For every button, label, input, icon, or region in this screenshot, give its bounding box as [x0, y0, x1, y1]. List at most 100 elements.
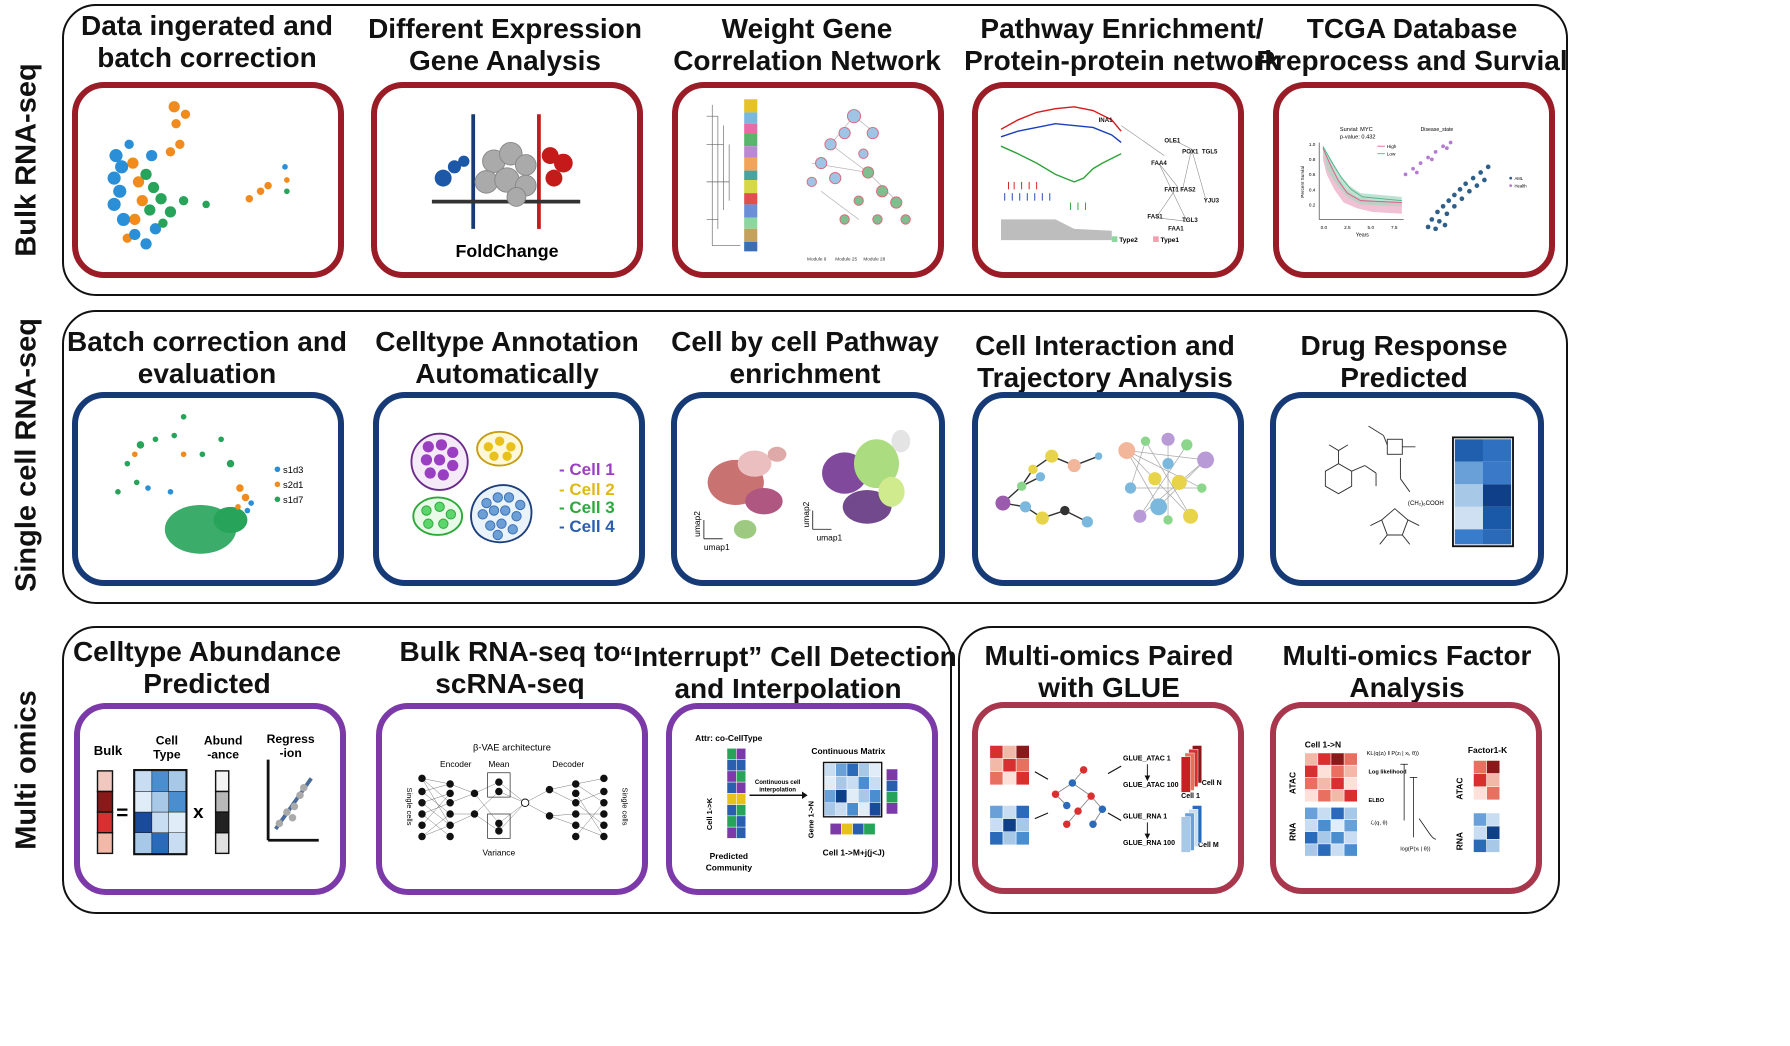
panel-sc-interaction	[972, 392, 1244, 586]
panel-title-sc-interaction: Cell Interaction and Trajectory Analysis	[975, 330, 1235, 393]
cell-k-label: Cell 1->K	[705, 797, 714, 830]
module-25-label: Module 25	[835, 257, 857, 262]
vae-architecture: β-VAE architecture Encoder Mean Decoder …	[405, 742, 630, 857]
gene-label-tgl3: TGL3	[1182, 217, 1198, 224]
sc-umap-plot: s1d3 s2d1 s1d7	[115, 413, 303, 554]
gene-label-fat1: FAT1	[1164, 186, 1179, 193]
panel-title-bulk-wgcna: Weight Gene Correlation Network	[673, 13, 941, 76]
scatter-title: Disease_state	[1421, 127, 1454, 133]
gene-label-faa4: FAA4	[1151, 160, 1167, 167]
gene-label-ole1: OLE1	[1164, 137, 1181, 144]
mofa-log-likelihood: Log likelihood	[1369, 770, 1408, 776]
legend-type1: Type1	[1161, 237, 1180, 244]
row-label-bulk: Bulk RNA-seq	[10, 63, 43, 257]
vae-title: β-VAE architecture	[473, 742, 551, 752]
mofa-loss: ℒ(q, θ)	[1370, 819, 1387, 826]
gene-label-pox1: POX1	[1182, 149, 1199, 156]
panel-title-sc-annot: Celltype Annotation Automatically	[375, 326, 639, 389]
scatter-legend-aml: AML	[1514, 176, 1523, 181]
glue-cell-m: Cell M	[1198, 842, 1219, 849]
survival-ytick-3: 0.6	[1309, 172, 1316, 177]
drug-formula: (CH₂)₆COOH	[1408, 500, 1444, 507]
survival-legend-high: High	[1387, 144, 1397, 149]
panel-title-bulk-pathway: Pathway Enrichment/ Protein-protein netw…	[964, 13, 1280, 76]
survival-plot: Survial: MYC p-value: 0.432 High Low 1.0…	[1300, 127, 1527, 238]
foldchange-label: FoldChange	[456, 241, 559, 261]
mofa-kl-term: KL(q(zᵢ) ‖ P(zᵢ | xᵢ, θ))	[1367, 751, 1419, 757]
trajectory-network	[995, 432, 1215, 528]
gene-label-fas1: FAS1	[1147, 213, 1163, 220]
gene-n-label: Gene 1->N	[806, 801, 815, 838]
glue-atac-1: GLUE_ATAC 1	[1123, 756, 1171, 763]
panel-title-mo-interrupt: “Interrupt” Cell Detection and Interpola…	[619, 641, 957, 704]
legend-s2d1: s2d1	[283, 480, 303, 490]
survival-ytick-1: 1.0	[1309, 142, 1316, 147]
survival-legend-low: Low	[1387, 152, 1396, 157]
mofa-rna-right: RNA	[1454, 832, 1464, 850]
drug-response-figure: (CH₂)₆COOH	[1324, 425, 1514, 548]
vae-decoder: Decoder	[552, 759, 584, 769]
survival-title: Survial: MYC	[1340, 127, 1373, 133]
mofa-atac-right: ATAC	[1454, 778, 1464, 800]
glue-cell-n: Cell N	[1202, 780, 1222, 787]
mofa-rna-left: RNA	[1287, 823, 1297, 841]
panel-bulk-batch	[72, 82, 344, 278]
survival-ylabel: Percent Survial	[1300, 166, 1305, 198]
matrix-label: Continuous Matrix	[811, 746, 885, 756]
attr-label: Attr: co-CellType	[695, 733, 763, 743]
legend-cell-4: - Cell 4	[559, 517, 615, 536]
panel-bulk-wgcna: Module 9 Module 25 Module 28	[672, 82, 944, 278]
survival-pvalue: p-value: 0.432	[1340, 135, 1376, 141]
panel-sc-batch: s1d3 s2d1 s1d7	[72, 392, 344, 586]
label-abundance: Abund-ance	[204, 734, 243, 762]
umap2-label-right: umap2	[801, 501, 811, 527]
panel-mo-glue: GLUE_ATAC 1 GLUE_ATAC 100 GLUE_RNA 1 GLU…	[972, 702, 1244, 894]
survival-ytick-5: 0.2	[1309, 202, 1316, 207]
legend-cell-3: - Cell 3	[559, 498, 615, 517]
panel-title-mo-glue: Multi-omics Paired with GLUE	[984, 640, 1234, 703]
glue-rna-1: GLUE_RNA 1	[1123, 814, 1167, 821]
survival-ytick-2: 0.8	[1309, 157, 1316, 162]
glue-atac-100: GLUE_ATAC 100	[1123, 782, 1179, 789]
panel-bulk-deg: FoldChange	[371, 82, 643, 278]
legend-s1d3: s1d3	[283, 465, 303, 475]
vae-side-right: Single cells	[621, 788, 630, 826]
gene-label-tgl5: TGL5	[1202, 149, 1218, 156]
vae-side-left: Single cells	[405, 788, 414, 826]
wgcna-network: Module 9 Module 25 Module 28	[706, 99, 911, 262]
legend-cell-1: - Cell 1	[559, 460, 615, 479]
glue-rna-100: GLUE_RNA 100	[1123, 840, 1175, 847]
mofa-cell-label: Cell 1->N	[1305, 739, 1341, 749]
survival-xtick-2: 2.5	[1344, 225, 1351, 230]
module-28-label: Module 28	[863, 257, 885, 262]
panel-title-sc-drug: Drug Response Predicted	[1300, 330, 1508, 393]
legend-cell-2: - Cell 2	[559, 480, 615, 499]
panel-title-bulk-batch: Data ingerated and batch correction	[80, 10, 334, 73]
panel-mo-interrupt: Attr: co-CellType Continuous Matrix Cell…	[666, 703, 938, 895]
glue-cell-1: Cell 1	[1181, 793, 1200, 800]
umap1-label-left: umap1	[704, 542, 730, 552]
pathway-umap: umap1 umap2 umap1 umap2	[692, 429, 911, 552]
panel-title-sc-pathway: Cell by cell Pathway enrichment	[671, 326, 939, 389]
panel-sc-pathway: umap1 umap2 umap1 umap2	[671, 392, 945, 586]
legend-s1d7: s1d7	[283, 495, 303, 505]
survival-xtick-4: 7.5	[1391, 225, 1398, 230]
panel-sc-annot: - Cell 1 - Cell 2 - Cell 3 - Cell 4	[373, 392, 645, 586]
umap2-label-left: umap2	[692, 511, 702, 537]
mofa-atac-left: ATAC	[1287, 772, 1297, 794]
survival-xtick-1: 0.0	[1321, 225, 1328, 230]
panel-mo-mofa: Cell 1->N Factor1-K ATAC RNA ATAC RNA KL…	[1270, 702, 1542, 894]
gene-label-yju3: YJU3	[1204, 198, 1220, 205]
umap1-label-right: umap1	[816, 533, 842, 543]
scatter-legend-health: Health	[1514, 184, 1527, 189]
gene-label-fas2: FAS2	[1180, 186, 1196, 193]
row-label-single-cell: Single cell RNA-seq	[10, 318, 43, 592]
equals-sign: =	[116, 802, 128, 825]
panel-title-sc-batch: Batch correction and evaluation	[66, 326, 348, 389]
drug-heatmap	[1452, 436, 1514, 548]
interpolation-figure: Attr: co-CellType Continuous Matrix Cell…	[695, 733, 898, 872]
mofa-factor-label: Factor1-K	[1468, 745, 1507, 755]
